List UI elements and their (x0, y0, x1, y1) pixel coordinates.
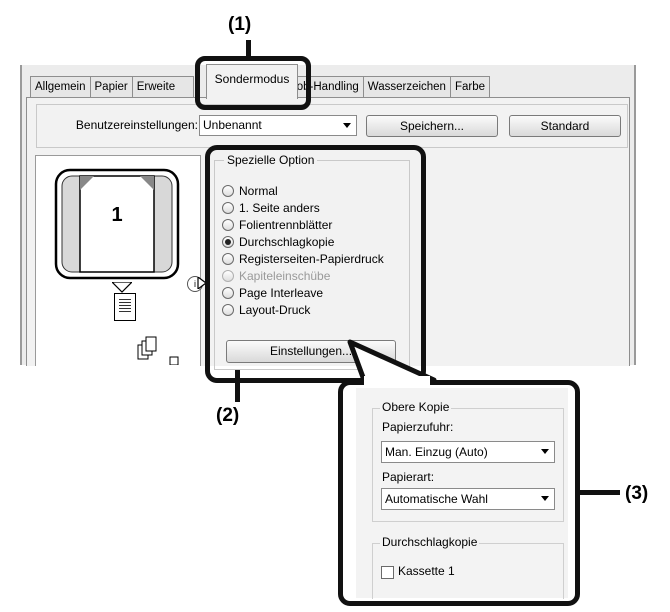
radio-icon[interactable] (222, 252, 234, 265)
paper-source-label: Papierzufuhr: (382, 420, 454, 434)
callout-2-line (235, 370, 240, 402)
special-option-3[interactable]: Durchschlagkopie (222, 234, 334, 249)
tab-paper[interactable]: Papier (89, 76, 133, 97)
chevron-down-icon (541, 496, 549, 501)
multi-copy-icon (137, 336, 179, 365)
radio-icon[interactable] (222, 286, 234, 299)
paper-type-label: Papierart: (382, 470, 435, 484)
pointer-join (364, 376, 430, 388)
special-option-label: Registerseiten-Papierdruck (239, 251, 384, 266)
down-arrow-icon (112, 282, 132, 293)
special-option-label: Normal (239, 183, 278, 198)
tab-advanced[interactable]: Erweite (131, 76, 194, 97)
radio-icon[interactable] (222, 303, 234, 316)
callout-box-1 (195, 56, 311, 110)
radio-icon (222, 269, 234, 282)
special-option-7[interactable]: Layout-Druck (222, 302, 310, 317)
special-option-label: Page Interleave (239, 285, 324, 300)
top-copy-group (372, 408, 564, 522)
special-option-5: Kapiteleinschübe (222, 268, 330, 283)
special-option-label: Folientrennblätter (239, 217, 333, 232)
save-button[interactable]: Speichern... (366, 115, 498, 137)
special-option-label: Durchschlagkopie (239, 234, 335, 249)
special-option-label: Kapiteleinschübe (239, 268, 331, 283)
special-option-label: Layout-Druck (239, 302, 311, 317)
paper-source-value: Man. Einzug (Auto) (385, 445, 488, 459)
callout-1: (1) (228, 14, 252, 35)
tab-special-mode[interactable]: Sondermodus (206, 64, 298, 99)
tray1-label: Kassette 1 (398, 564, 455, 578)
paper-icon (114, 293, 136, 321)
chevron-down-icon (343, 122, 351, 128)
special-option-4[interactable]: Registerseiten-Papierdruck (222, 251, 384, 266)
arrow-right-icon (197, 277, 207, 289)
callout-2: (2) (216, 405, 240, 426)
tab-color[interactable]: Farbe (449, 76, 490, 97)
paper-source-select[interactable]: Man. Einzug (Auto) (381, 441, 555, 463)
special-option-0[interactable]: Normal (222, 183, 278, 198)
user-settings-label: Benutzereinstellungen: (75, 118, 198, 132)
special-option-2[interactable]: Folientrennblätter (222, 217, 332, 232)
special-option-label: 1. Seite anders (239, 200, 320, 215)
carbon-copy-title: Durchschlagkopie (380, 535, 480, 549)
callout-box-2 (205, 145, 426, 383)
default-button[interactable]: Standard (509, 115, 621, 137)
radio-icon[interactable] (222, 184, 234, 197)
top-copy-title: Obere Kopie (380, 400, 452, 414)
tab-watermark[interactable]: Wasserzeichen (362, 76, 451, 97)
paper-type-select[interactable]: Automatische Wahl (381, 488, 555, 510)
tray1-checkbox[interactable] (381, 566, 394, 579)
radio-icon[interactable] (222, 201, 234, 214)
paper-type-value: Automatische Wahl (385, 492, 488, 506)
preview-page-number: 1 (111, 204, 123, 226)
special-option-6[interactable]: Page Interleave (222, 285, 323, 300)
callout-3: (3) (625, 483, 649, 504)
radio-icon[interactable] (222, 235, 234, 248)
user-settings-value: Unbenannt (203, 118, 262, 132)
callout-1-line (246, 40, 251, 58)
special-option-title: Spezielle Option (224, 153, 318, 167)
special-option-1[interactable]: 1. Seite anders (222, 200, 320, 215)
tab-general[interactable]: Allgemein (30, 76, 91, 97)
page-preview-icon (54, 168, 180, 280)
user-settings-select[interactable]: Unbenannt (199, 115, 357, 136)
callout-3-line (580, 490, 620, 495)
chevron-down-icon (541, 449, 549, 454)
radio-icon[interactable] (222, 218, 234, 231)
